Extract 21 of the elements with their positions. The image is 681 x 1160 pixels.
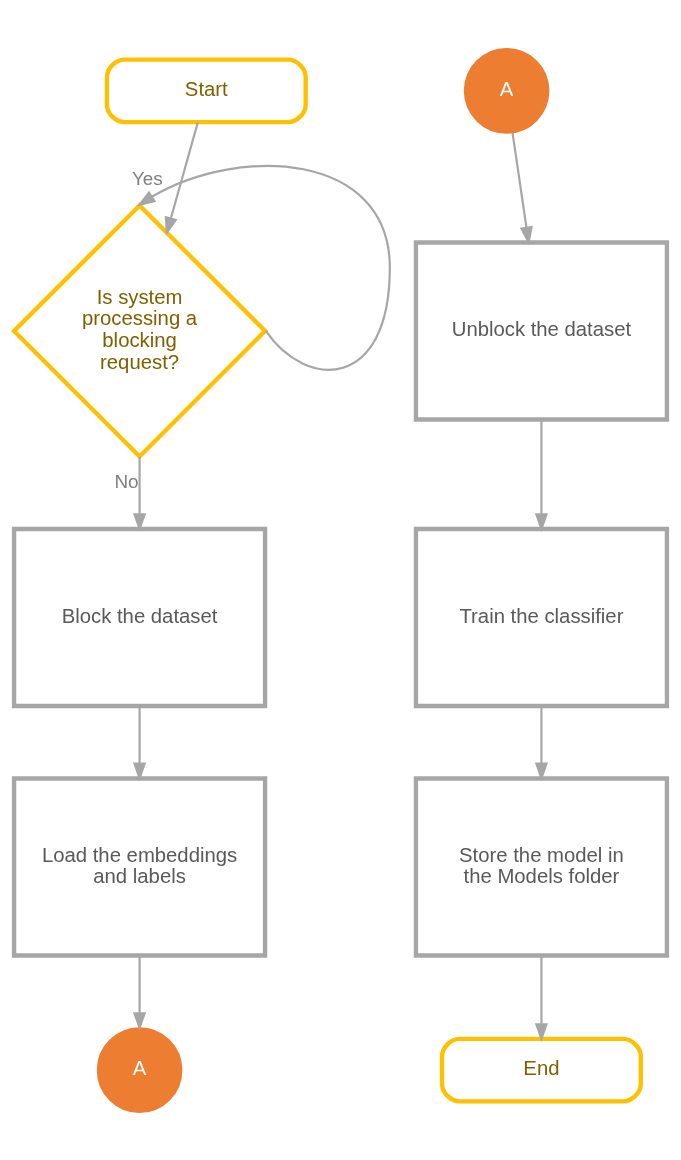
node-box: Block the dataset: [11, 526, 268, 708]
arrow: [136, 164, 391, 371]
node-box: Start: [104, 57, 308, 124]
node-box: Train the classifier: [413, 526, 670, 708]
arrow: [534, 706, 549, 781]
arrow: [164, 121, 199, 236]
node-box: Unblock the dataset: [413, 239, 670, 422]
node-box: Store the model in the Models folder: [413, 775, 670, 958]
arrow: [534, 419, 549, 532]
arrow: [132, 456, 147, 532]
node-box: Load the embeddings and labels: [11, 775, 268, 958]
edge-label: No: [114, 470, 139, 492]
node-box: End: [439, 1036, 643, 1103]
node-diamond: Is system processing a blocking request?: [11, 201, 269, 460]
arrow: [511, 131, 533, 246]
arrow: [132, 706, 147, 781]
node-circle: A: [463, 47, 550, 134]
node-circle: A: [96, 1026, 183, 1113]
edge-label: Yes: [131, 167, 163, 189]
arrow: [132, 955, 147, 1031]
arrow: [534, 955, 549, 1042]
